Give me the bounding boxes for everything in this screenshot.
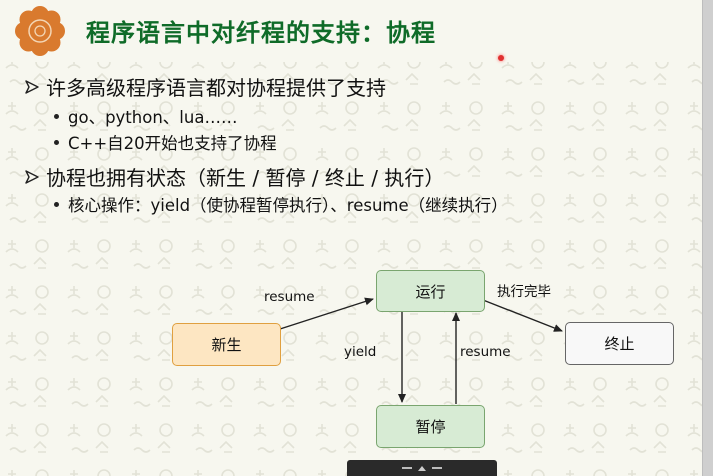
edge-label-yield: yield — [344, 344, 377, 360]
bullet-item-2: 协程也拥有状态（新生 / 暂停 / 终止 / 执行） — [24, 162, 444, 191]
sub-bullet-1-1: go、python、lua…… — [54, 104, 237, 128]
sub-bullet-1-2: C++自20开始也支持了协程 — [54, 130, 277, 154]
toolbar-line-icon[interactable] — [402, 467, 412, 469]
slide-title: 程序语言中对纤程的支持：协程 — [86, 19, 436, 47]
bullet-item-1: 许多高级程序语言都对协程提供了支持 — [24, 72, 386, 101]
window-scrollbar[interactable] — [702, 0, 713, 476]
edge-running-to-terminated — [482, 299, 563, 332]
edge-label-resume-new: resume — [264, 289, 315, 305]
edge-label-resume-paused: resume — [460, 344, 511, 360]
sub-bullet-2-1: 核心操作：yield（使协程暂停执行）、resume（继续执行） — [54, 192, 508, 216]
state-node-paused: 暂停 — [376, 405, 485, 448]
bullet-2-text: 协程也拥有状态（新生 / 暂停 / 终止 / 执行） — [46, 166, 445, 190]
state-node-terminated: 终止 — [565, 322, 674, 365]
sub-bullet-1-2-text: C++自20开始也支持了协程 — [68, 134, 277, 153]
bullet-dot — [54, 113, 59, 119]
bullet-dot — [54, 139, 59, 145]
outline-arrow-icon — [25, 169, 39, 184]
laser-pointer-dot — [498, 55, 504, 61]
toolbar-caret-up-icon[interactable] — [418, 465, 426, 471]
state-node-running: 运行 — [376, 270, 485, 312]
state-node-new: 新生 — [172, 323, 281, 366]
sub-bullet-2-1-text: 核心操作：yield（使协程暂停执行）、resume（继续执行） — [68, 196, 508, 215]
presentation-toolbar[interactable] — [347, 460, 497, 476]
bullet-1-text: 许多高级程序语言都对协程提供了支持 — [46, 76, 386, 100]
outline-arrow-icon — [25, 79, 39, 94]
orange-flower-logo-icon — [15, 6, 65, 56]
edge-label-finished: 执行完毕 — [497, 284, 551, 300]
title-bar: 程序语言中对纤程的支持：协程 — [0, 0, 703, 62]
bullet-dot — [54, 201, 59, 207]
toolbar-line-icon[interactable] — [432, 467, 442, 469]
edge-new-to-running — [279, 297, 374, 330]
sub-bullet-1-1-text: go、python、lua…… — [68, 108, 238, 127]
